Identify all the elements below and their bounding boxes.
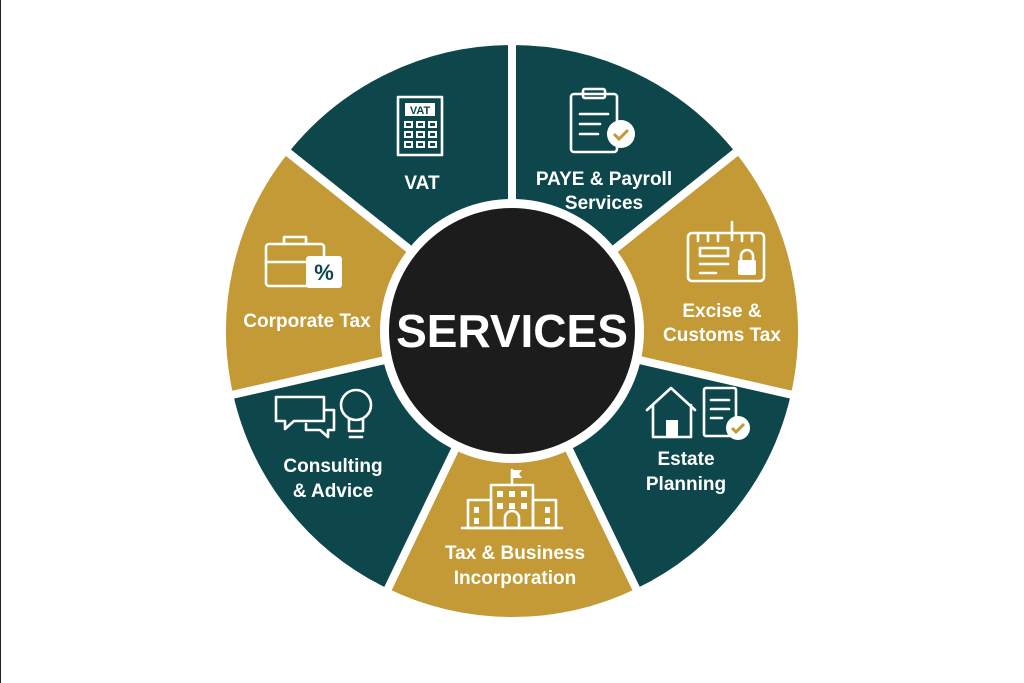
segment-label-excise-line2: Customs Tax	[663, 325, 781, 346]
segment-label-estate-line2: Planning	[646, 474, 726, 495]
chat-lightbulb-icon	[274, 388, 373, 439]
center-circle	[389, 208, 635, 454]
segment-label-consulting-line1: Consulting	[283, 456, 382, 477]
briefcase-percent-icon: %	[264, 235, 342, 288]
segment-label-corporate-tax: Corporate Tax	[243, 311, 371, 332]
center-title: SERVICES	[396, 305, 628, 357]
calculator-label: VAT	[410, 105, 431, 117]
house-document-icon	[645, 386, 750, 440]
percent-sign: %	[314, 260, 334, 285]
segment-label-paye-line2: Services	[565, 193, 643, 214]
office-building-icon	[460, 468, 564, 530]
segment-label-vat: VAT	[404, 173, 440, 194]
segment-label-incorporation-line2: Incorporation	[454, 568, 576, 589]
segment-label-excise-line1: Excise &	[682, 301, 761, 322]
clipboard-check-icon	[569, 87, 635, 154]
calculator-icon: VAT	[396, 95, 444, 157]
segment-label-paye-line1: PAYE & Payroll	[536, 169, 672, 190]
segment-label-incorporation-line1: Tax & Business	[445, 543, 585, 564]
segment-label-consulting-line2: & Advice	[293, 481, 374, 502]
customs-document-lock-icon	[686, 220, 766, 283]
left-border	[0, 0, 1, 683]
segment-label-estate-line1: Estate	[657, 449, 714, 470]
